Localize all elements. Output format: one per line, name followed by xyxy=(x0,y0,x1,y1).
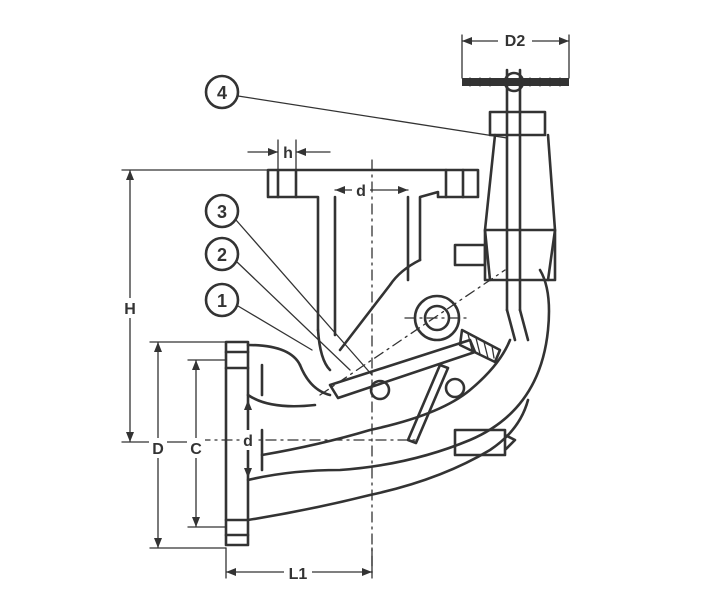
disc-centerline xyxy=(319,269,506,396)
body-outer-curve xyxy=(246,268,551,482)
hinge-pin-right xyxy=(444,377,466,399)
label-D: D xyxy=(152,441,164,458)
callout-4-circle xyxy=(204,74,240,110)
callout-2-leader xyxy=(236,261,351,371)
callout-2-circle xyxy=(204,236,240,272)
callout-3-number: 3 xyxy=(217,202,227,222)
label-H: H xyxy=(124,301,136,318)
callout-4-number: 4 xyxy=(217,83,227,103)
stem xyxy=(505,68,522,312)
label-h: h xyxy=(283,145,293,162)
H-dimension xyxy=(121,169,269,443)
stem-lower xyxy=(505,308,530,342)
hinge-pin-left xyxy=(369,379,391,401)
callout-1-circle xyxy=(204,282,240,318)
top-flange-bolt-left xyxy=(276,168,298,199)
side-flange xyxy=(224,340,250,547)
disc-plate xyxy=(406,363,450,445)
dimension-labels: D2 h d H D C d L1 xyxy=(121,30,532,583)
label-L1: L1 xyxy=(289,566,308,583)
label-C: C xyxy=(190,441,202,458)
handwheel-rim xyxy=(462,78,569,86)
callout-4-leader xyxy=(237,95,508,139)
valve-body xyxy=(224,168,551,547)
cam-wedge xyxy=(458,328,502,364)
callout-1-number: 1 xyxy=(217,291,227,311)
body-upper-web xyxy=(298,258,422,397)
callout-3-circle xyxy=(204,193,240,229)
handwheel-hatch xyxy=(469,77,561,87)
side-flange-bolts xyxy=(224,350,250,537)
top-flange-bolt-right xyxy=(444,168,465,199)
yoke-top xyxy=(488,110,547,137)
h-dimension xyxy=(247,139,331,171)
handwheel-hub xyxy=(503,71,525,93)
disc-assembly xyxy=(328,328,502,445)
handwheel xyxy=(462,71,569,93)
label-D2: D2 xyxy=(505,33,526,50)
bonnet-assembly xyxy=(413,68,557,457)
label-d-top: d xyxy=(356,183,366,200)
body-lower-curve xyxy=(246,398,530,522)
bonnet-flange xyxy=(453,243,487,267)
body-inner-curve xyxy=(260,338,512,457)
h-arrowheads xyxy=(268,148,306,156)
callouts: 4 3 2 1 xyxy=(204,74,508,376)
top-flange xyxy=(266,168,480,332)
lower-bolt xyxy=(453,428,517,457)
callout-1-leader xyxy=(237,305,313,351)
cam-hatch xyxy=(467,333,495,359)
label-d-side: d xyxy=(243,433,253,450)
center-lines xyxy=(199,159,506,576)
callout-2-number: 2 xyxy=(217,245,227,265)
seat-ring xyxy=(328,338,477,400)
callout-3-leader xyxy=(235,219,373,376)
dimension-lines xyxy=(121,34,570,579)
